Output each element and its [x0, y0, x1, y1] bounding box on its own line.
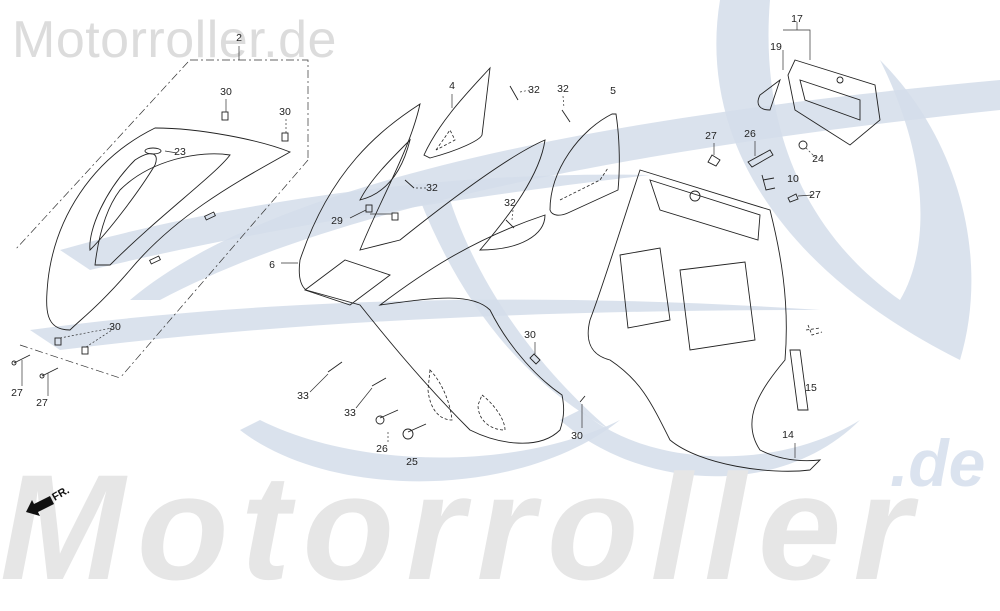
part-label-30b: 30	[279, 106, 291, 118]
side-panel-part-5	[549, 113, 620, 216]
rack-part-17	[757, 22, 881, 146]
side-panel-part-4	[423, 66, 491, 159]
part-label-17: 17	[791, 13, 803, 25]
part-label-26b: 26	[376, 443, 388, 455]
part-label-5: 5	[610, 85, 616, 97]
part-label-27c: 27	[11, 387, 23, 399]
front-cover-part-2	[14, 46, 309, 379]
watermark-domain-suffix: .de	[890, 426, 986, 500]
part-label-24: 24	[812, 153, 824, 165]
part-label-33b: 33	[344, 407, 356, 419]
inner-cover-part-14	[587, 169, 822, 472]
part-label-6: 6	[269, 259, 275, 271]
part-label-25: 25	[406, 456, 418, 468]
part-label-30d: 30	[524, 329, 536, 341]
part-label-30a: 30	[220, 86, 232, 98]
part-label-19: 19	[770, 41, 782, 53]
part-label-29: 29	[331, 215, 343, 227]
watermark-swoosh-graphic	[30, 0, 1000, 482]
part-label-32a: 32	[528, 84, 540, 96]
part-label-14: 14	[782, 429, 794, 441]
part-label-32c: 32	[426, 182, 438, 194]
fasteners	[11, 85, 823, 444]
part-label-32b: 32	[557, 83, 569, 95]
part-label-26a: 26	[744, 128, 756, 140]
clip-30a	[221, 111, 229, 121]
part-label-27b: 27	[809, 189, 821, 201]
part-label-23: 23	[174, 146, 186, 158]
part-label-27a: 27	[705, 130, 717, 142]
line-art: 2 30 30 23 4 32 32 5 32 32 29 6 17 19 27 26 24 10 27 30 27 27…	[11, 13, 881, 516]
part-label-33a: 33	[297, 390, 309, 402]
part-label-10: 10	[787, 173, 799, 185]
part-label-4: 4	[449, 80, 455, 92]
part-label-30e: 30	[571, 430, 583, 442]
part-label-30c: 30	[109, 321, 121, 333]
part-label-32d: 32	[504, 197, 516, 209]
watermark-top-text: Motorroller.de	[12, 11, 337, 69]
part-label-15: 15	[805, 382, 817, 394]
part-label-27d: 27	[36, 397, 48, 409]
front-direction-arrow-icon	[26, 496, 54, 516]
part-label-2: 2	[236, 32, 242, 44]
part-number-labels: 2 30 30 23 4 32 32 5 32 32 29 6 17 19 27 26 24 10 27 30 27 27…	[11, 13, 824, 468]
front-panel-part-6	[281, 103, 565, 444]
